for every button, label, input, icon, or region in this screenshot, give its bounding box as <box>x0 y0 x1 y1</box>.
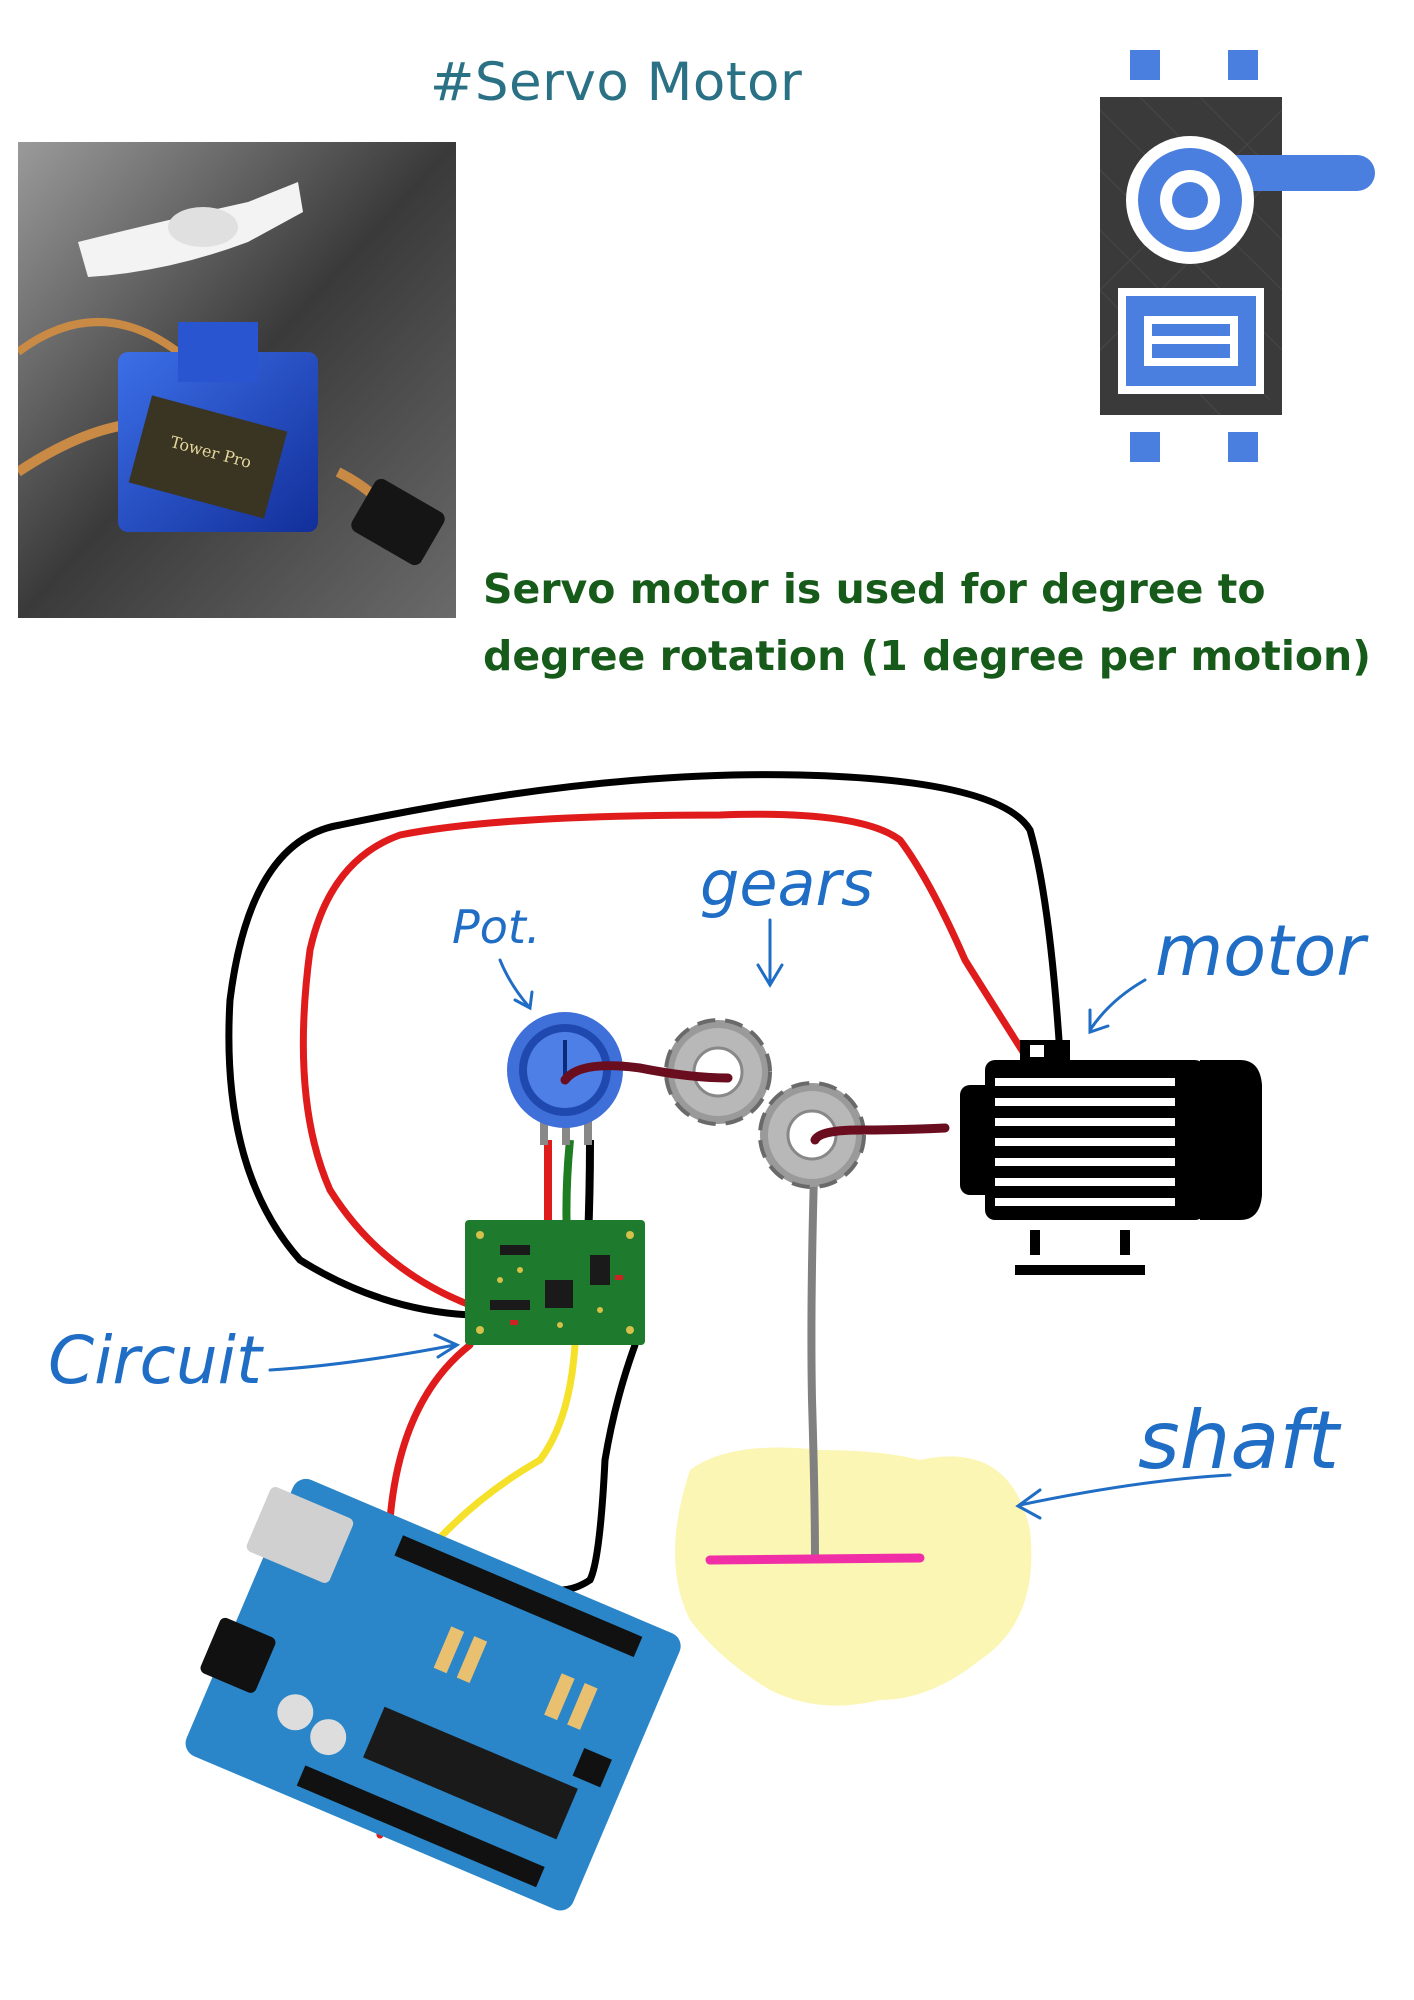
red-wire-motor-circuit <box>299 810 1029 1309</box>
circuit-board-icon <box>465 1220 645 1345</box>
gear-motor-link <box>810 1123 950 1145</box>
gear-icon-1 <box>664 1018 772 1126</box>
shaft-highlight <box>675 1447 1032 1706</box>
dc-motor-icon <box>960 1040 1262 1275</box>
label-motor: motor <box>1155 910 1369 992</box>
arrow-shaft <box>1015 1473 1232 1520</box>
yellow-wire-circuit-arduino <box>416 1341 579 1564</box>
description-line-2: degree rotation (1 degree per motion) <box>483 632 1371 680</box>
description-line-1: Servo motor is used for degree to <box>483 565 1266 613</box>
shaft-line <box>807 1139 819 1561</box>
description-text: Servo motor is used for degree to degree… <box>483 556 1383 690</box>
potentiometer-icon <box>507 1012 623 1145</box>
arrow-motor <box>1088 978 1147 1035</box>
label-gears: gears <box>700 847 873 920</box>
shaft-mark <box>705 1553 925 1565</box>
arrow-circuit <box>268 1333 461 1372</box>
black-wire-circuit-arduino <box>526 1341 639 1594</box>
gear-icon-2 <box>758 1081 866 1189</box>
servo-icon <box>1100 50 1375 462</box>
arrow-gears <box>756 918 784 988</box>
arrow-pot <box>498 958 534 1011</box>
servo-motor-photo: Tower Pro <box>18 142 456 618</box>
pot-gear-link <box>560 1061 733 1085</box>
arduino-board-icon <box>185 1478 681 1911</box>
label-circuit: Circuit <box>48 1322 264 1399</box>
label-shaft: shaft <box>1138 1394 1342 1487</box>
black-wire-motor-circuit <box>225 771 1064 1319</box>
label-pot: Pot. <box>452 900 541 954</box>
page-title: #Servo Motor <box>430 52 803 113</box>
